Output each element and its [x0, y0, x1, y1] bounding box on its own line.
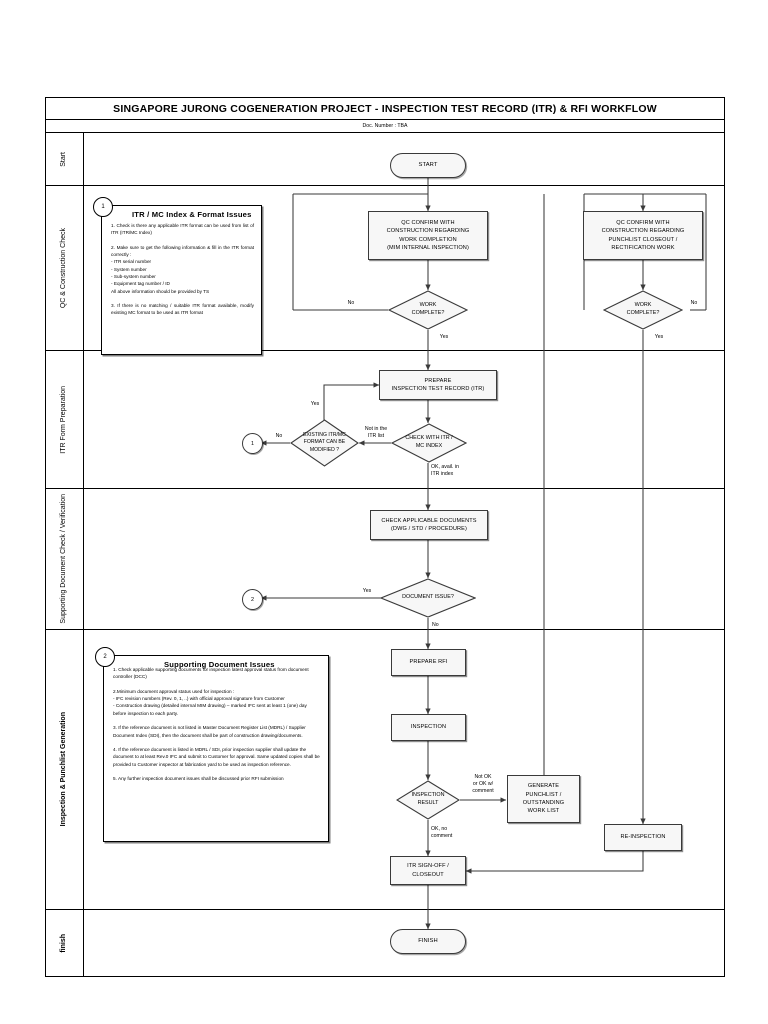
- page-title: SINGAPORE JURONG COGENERATION PROJECT - …: [46, 98, 724, 120]
- decision-document-issue-label: DOCUMENT ISSUE?: [402, 594, 454, 601]
- decision-work-complete-left-label: WORK COMPLETE?: [411, 302, 445, 316]
- node-start[interactable]: START: [390, 153, 466, 178]
- edge-label-yes-document-issue: Yes: [362, 588, 372, 594]
- decision-inspection-result-label: INSPECTION RESULT: [411, 792, 445, 806]
- node-finish[interactable]: FINISH: [390, 929, 466, 954]
- diamond-shape: [396, 780, 460, 820]
- doc-number: Doc. Number : TBA: [46, 120, 724, 133]
- node-generate-punchlist[interactable]: GENERATE PUNCHLIST / OUTSTANDING WORK LI…: [507, 775, 580, 823]
- decision-check-itr-mc-index-label: CHECK WITH ITR / MC INDEX: [405, 435, 453, 449]
- lane-label-start: Start: [46, 133, 84, 185]
- decision-inspection-result[interactable]: INSPECTION RESULT: [396, 780, 460, 820]
- edge-label-ok-no-comment: OK, no comment: [431, 826, 453, 839]
- note-2-body: 1. Check applicable supporting documents…: [113, 667, 320, 782]
- edge-label-no-right-work: No: [690, 300, 698, 306]
- node-inspection[interactable]: INSPECTION: [391, 714, 466, 741]
- connector-1-target[interactable]: 1: [242, 433, 263, 454]
- lane-itr-form-preparation: ITR Form Preparation: [46, 351, 724, 489]
- decision-work-complete-left[interactable]: WORK COMPLETE?: [388, 290, 468, 330]
- edge-label-no-left-work: No: [347, 300, 355, 306]
- edge-label-ok-avail-itr-index: OK, avail. in ITR index: [431, 464, 459, 477]
- lane-finish: finish: [46, 910, 724, 977]
- note-supporting-document-issues: 2 Supporting Document Issues 1. Check ap…: [95, 647, 329, 842]
- diamond-shape: [391, 423, 467, 463]
- lane-label-itr-form-preparation: ITR Form Preparation: [46, 351, 84, 488]
- note-1-badge: 1: [93, 197, 113, 217]
- node-qc-confirm-work-completion[interactable]: QC CONFIRM WITH CONSTRUCTION REGARDING W…: [368, 211, 488, 260]
- edge-label-yes-right-work: Yes: [654, 334, 664, 340]
- lane-label-supporting-document-check: Supporting Document Check / Verification: [46, 489, 84, 629]
- decision-existing-format-label: EXISTING ITR/MC FORMAT CAN BE MODIFIED ?: [303, 431, 346, 453]
- connector-2-target[interactable]: 2: [242, 589, 263, 610]
- decision-work-complete-right[interactable]: WORK COMPLETE?: [603, 290, 683, 330]
- node-re-inspection[interactable]: RE-INSPECTION: [604, 824, 682, 851]
- diamond-shape: [388, 290, 468, 330]
- note-itr-mc-index-format-issues: 1 ITR / MC Index & Format Issues 1. Chec…: [93, 197, 262, 355]
- edge-label-yes-left-work: Yes: [439, 334, 449, 340]
- edge-label-no-existing-format: No: [275, 433, 283, 439]
- edge-label-not-ok-or-ok-with-comment: Not OK or OK w/ comment: [472, 774, 494, 794]
- node-qc-confirm-punchlist-closeout[interactable]: QC CONFIRM WITH CONSTRUCTION REGARDING P…: [583, 211, 703, 260]
- note-1-body: 1. Check is there any applicable ITR for…: [111, 223, 254, 316]
- note-1-title: ITR / MC Index & Format Issues: [132, 210, 252, 219]
- node-prepare-rfi[interactable]: PREPARE RFI: [391, 649, 466, 676]
- lane-inspection-punchlist-generation: Inspection & Punchlist Generation: [46, 630, 724, 910]
- decision-work-complete-right-label: WORK COMPLETE?: [626, 302, 660, 316]
- lane-start: Start: [46, 133, 724, 186]
- node-check-applicable-documents[interactable]: CHECK APPLICABLE DOCUMENTS (DWG / STD / …: [370, 510, 488, 540]
- diamond-shape: [380, 578, 476, 618]
- decision-check-itr-mc-index[interactable]: CHECK WITH ITR / MC INDEX: [391, 423, 467, 463]
- note-2-title: Supporting Document Issues: [164, 660, 275, 669]
- lane-label-qc-construction-check: QC & Construction Check: [46, 186, 84, 350]
- diamond-shape: [290, 419, 359, 467]
- workflow-sheet: SINGAPORE JURONG COGENERATION PROJECT - …: [45, 97, 725, 977]
- node-itr-signoff-closeout[interactable]: ITR SIGN-OFF / CLOSEOUT: [390, 856, 466, 885]
- decision-document-issue[interactable]: DOCUMENT ISSUE?: [380, 578, 476, 618]
- lane-supporting-document-check: Supporting Document Check / Verification: [46, 489, 724, 630]
- lane-label-finish: finish: [46, 910, 84, 977]
- edge-label-not-in-itr-list: Not in the ITR list: [364, 426, 388, 439]
- node-prepare-itr[interactable]: PREPARE INSPECTION TEST RECORD (ITR): [379, 370, 497, 400]
- lane-qc-construction-check: QC & Construction Check: [46, 186, 724, 351]
- note-2-badge: 2: [95, 647, 115, 667]
- edge-label-yes-existing-format: Yes: [310, 401, 320, 407]
- diamond-shape: [603, 290, 683, 330]
- decision-existing-format-modifiable[interactable]: EXISTING ITR/MC FORMAT CAN BE MODIFIED ?: [290, 419, 359, 467]
- lane-label-inspection-punchlist-generation: Inspection & Punchlist Generation: [46, 630, 84, 909]
- edge-label-no-document-issue: No: [432, 622, 439, 628]
